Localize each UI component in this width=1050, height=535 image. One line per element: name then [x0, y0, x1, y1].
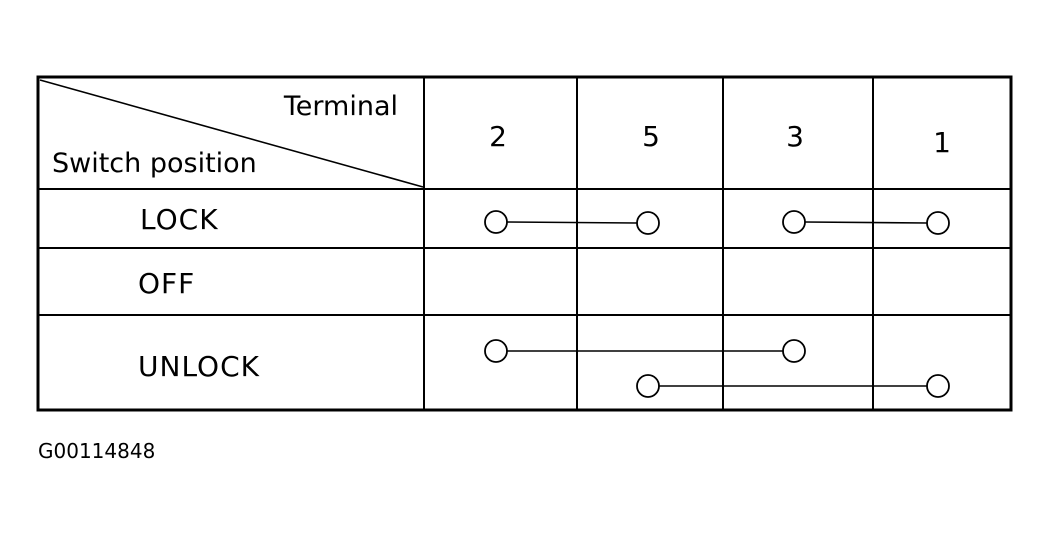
terminal-node: [782, 339, 806, 363]
connection-wire: [804, 221, 928, 224]
table-frame: [36, 75, 1013, 412]
terminal-label: 2: [489, 120, 507, 153]
row-label-unlock: UNLOCK: [138, 350, 260, 383]
header-terminal-label: Terminal: [283, 91, 398, 122]
continuity-connections: [484, 210, 950, 398]
terminal-node: [636, 374, 660, 398]
row-label-off: OFF: [138, 267, 195, 300]
terminal-label: 5: [642, 120, 660, 153]
terminal-node: [782, 210, 806, 234]
header-diagonal: [39, 79, 424, 188]
terminal-node: [484, 210, 508, 234]
figure-id: G00114848: [38, 439, 156, 463]
terminal-label: 3: [786, 120, 804, 153]
terminal-label: 1: [933, 126, 951, 159]
terminal-node: [926, 374, 950, 398]
connection-wire: [506, 221, 638, 224]
terminal-node: [926, 211, 950, 235]
header-switch-position-label: Switch position: [52, 148, 257, 179]
row-label-lock: LOCK: [140, 203, 219, 236]
terminal-node: [636, 211, 660, 235]
terminal-node: [484, 339, 508, 363]
